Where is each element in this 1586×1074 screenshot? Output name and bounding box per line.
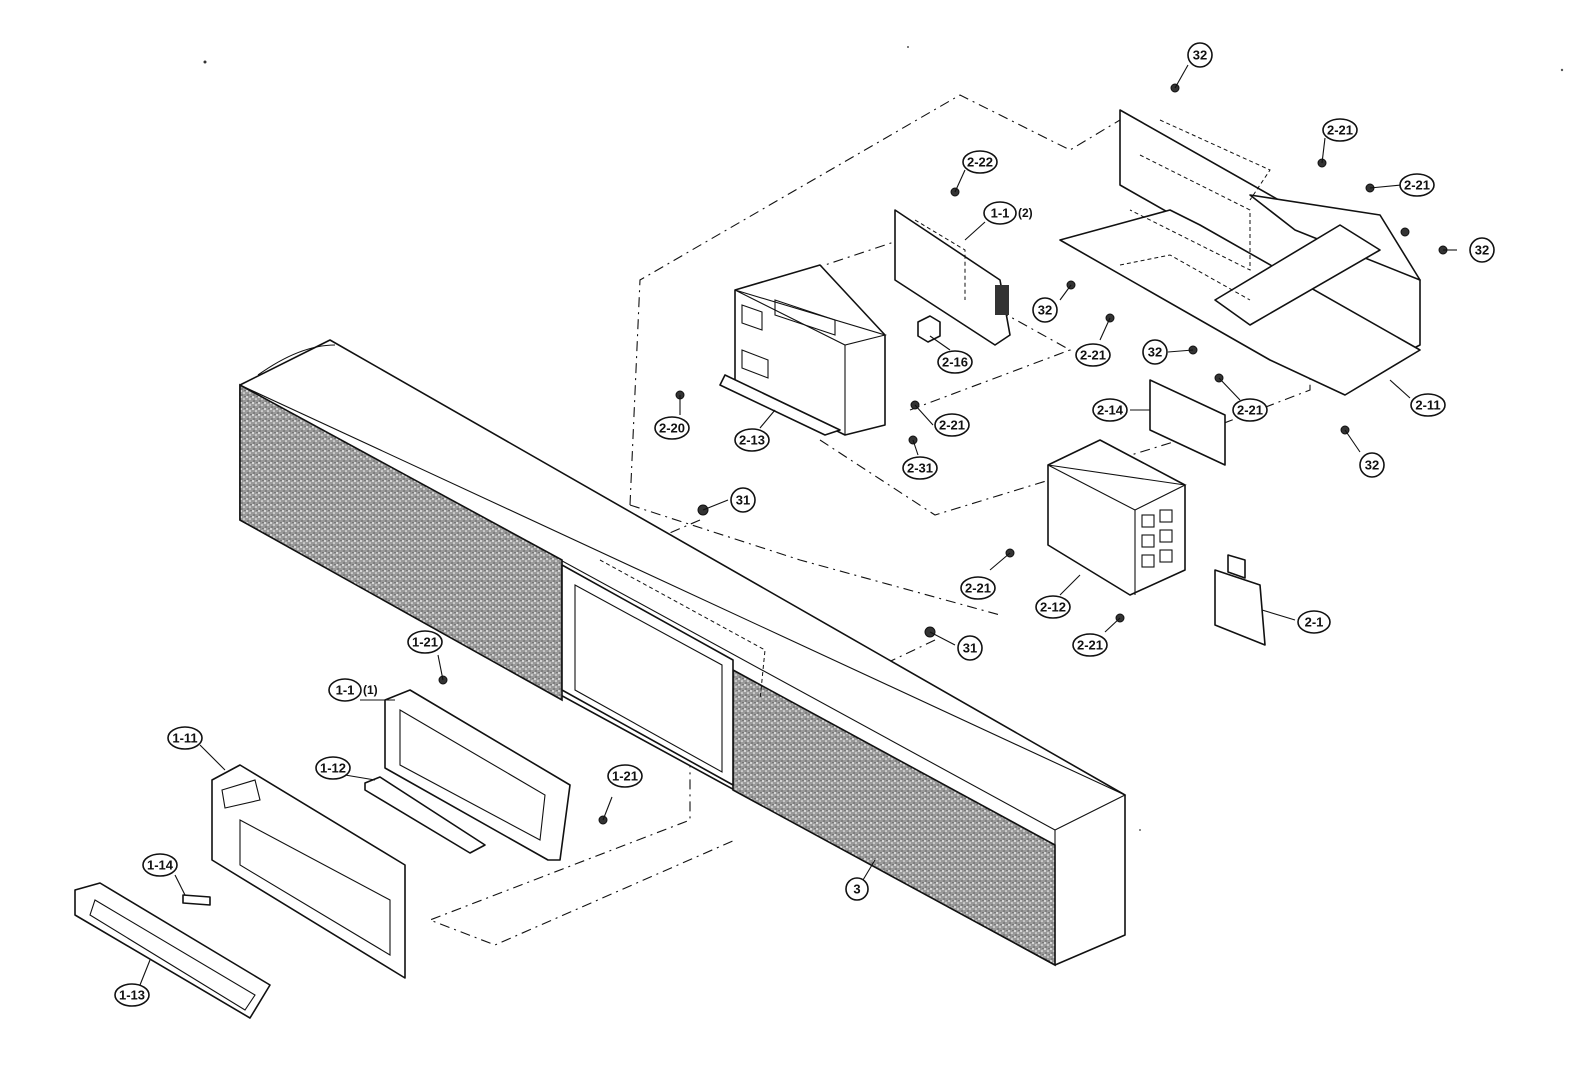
svg-text:2-21: 2-21 <box>1327 123 1353 138</box>
leader-lines <box>139 64 1457 986</box>
svg-text:32: 32 <box>1365 458 1379 473</box>
callout-1-14: 1-14 <box>142 853 178 877</box>
top-bracket-assembly <box>1059 109 1421 396</box>
callout-32-mid: 32 <box>1032 297 1058 323</box>
small-component <box>917 315 941 343</box>
callout-1-1-1: 1-1 (1) <box>328 678 378 702</box>
center-display-opening <box>561 564 734 786</box>
svg-text:2-21: 2-21 <box>1404 178 1430 193</box>
callout-1-21: 1-21 <box>607 764 643 788</box>
callout-2-21: 2-21 <box>1399 173 1435 197</box>
svg-text:1-11: 1-11 <box>172 731 197 746</box>
front-window-lens <box>74 882 271 1019</box>
svg-text:31: 31 <box>736 493 750 508</box>
callout-2-1: 2-1 <box>1297 610 1331 634</box>
svg-text:1-12: 1-12 <box>320 761 346 776</box>
svg-text:1-1: 1-1 <box>336 683 355 698</box>
svg-text:2-21: 2-21 <box>939 418 965 433</box>
svg-text:2-21: 2-21 <box>1237 403 1263 418</box>
svg-text:32: 32 <box>1148 345 1162 360</box>
callout-31: 31 <box>957 635 983 661</box>
callout-32-top: 32 <box>1187 42 1213 68</box>
circuit-board-upper <box>894 209 1011 346</box>
svg-text:2-1: 2-1 <box>1305 615 1324 630</box>
svg-text:32: 32 <box>1193 48 1207 63</box>
callout-2-21: 2-21 <box>934 413 970 437</box>
callout-2-12: 2-12 <box>1035 595 1071 619</box>
transformer-bracket <box>1047 439 1187 596</box>
svg-text:2-21: 2-21 <box>1080 348 1106 363</box>
svg-text:3: 3 <box>853 882 860 897</box>
callout-2-21: 2-21 <box>960 576 996 600</box>
svg-text:1-21: 1-21 <box>612 769 638 784</box>
stray-marks <box>203 46 1564 831</box>
screws <box>438 83 1448 825</box>
svg-text:2-31: 2-31 <box>907 461 933 476</box>
svg-text:1-1: 1-1 <box>991 206 1010 221</box>
svg-text:2-14: 2-14 <box>1097 403 1124 418</box>
callout-3: 3 <box>845 877 869 901</box>
small-pcb <box>1214 554 1266 646</box>
callout-31: 31 <box>730 487 756 513</box>
screw-icon <box>1400 227 1410 237</box>
front-panel-frame <box>211 764 406 979</box>
callout-2-22: 2-22 <box>962 150 998 174</box>
callout-1-13: 1-13 <box>114 983 150 1007</box>
callout-2-11: 2-11 <box>1410 393 1446 417</box>
power-supply-box <box>719 264 888 436</box>
svg-text:32: 32 <box>1475 243 1489 258</box>
part-callouts: 32 2-21 2-21 32 2-22 1-1 (2) 32 2-21 32 2… <box>114 42 1495 1007</box>
svg-text:1-14: 1-14 <box>147 858 174 873</box>
callout-32-scr: 32 <box>1142 339 1168 365</box>
callout-2-31: 2-31 <box>902 456 938 480</box>
svg-text:2-20: 2-20 <box>659 421 685 436</box>
callout-1-1-2: 1-1 (2) <box>983 201 1033 225</box>
svg-text:2-16: 2-16 <box>942 355 968 370</box>
callout-1-12: 1-12 <box>315 756 351 780</box>
callout-1-11: 1-11 <box>167 726 203 750</box>
svg-text:31: 31 <box>963 641 977 656</box>
callout-2-14: 2-14 <box>1092 398 1128 422</box>
svg-text:(1): (1) <box>363 683 378 697</box>
callout-2-21: 2-21 <box>1072 633 1108 657</box>
svg-text:2-22: 2-22 <box>967 155 993 170</box>
callout-32-right: 32 <box>1469 237 1495 263</box>
svg-text:1-13: 1-13 <box>119 988 145 1003</box>
main-cabinet <box>239 339 1127 967</box>
svg-text:2-13: 2-13 <box>739 433 765 448</box>
knob <box>182 894 211 906</box>
left-grille-panel <box>239 383 563 702</box>
callout-2-13: 2-13 <box>734 428 770 452</box>
svg-text:2-21: 2-21 <box>965 581 991 596</box>
svg-text:32: 32 <box>1038 303 1052 318</box>
callout-2-20: 2-20 <box>654 416 690 440</box>
svg-text:1-21: 1-21 <box>412 635 438 650</box>
display-board <box>364 689 571 861</box>
insulator-sheet <box>1149 379 1226 466</box>
callout-2-21: 2-21 <box>1232 398 1268 422</box>
svg-text:2-21: 2-21 <box>1077 638 1103 653</box>
svg-text:(2): (2) <box>1018 206 1033 220</box>
svg-text:2-11: 2-11 <box>1415 398 1440 413</box>
callout-1-21: 1-21 <box>407 630 443 654</box>
svg-text:2-12: 2-12 <box>1040 600 1066 615</box>
callout-2-16: 2-16 <box>937 350 973 374</box>
callout-2-21: 2-21 <box>1075 343 1111 367</box>
callout-32-low: 32 <box>1359 452 1385 478</box>
callout-2-21: 2-21 <box>1322 118 1358 142</box>
